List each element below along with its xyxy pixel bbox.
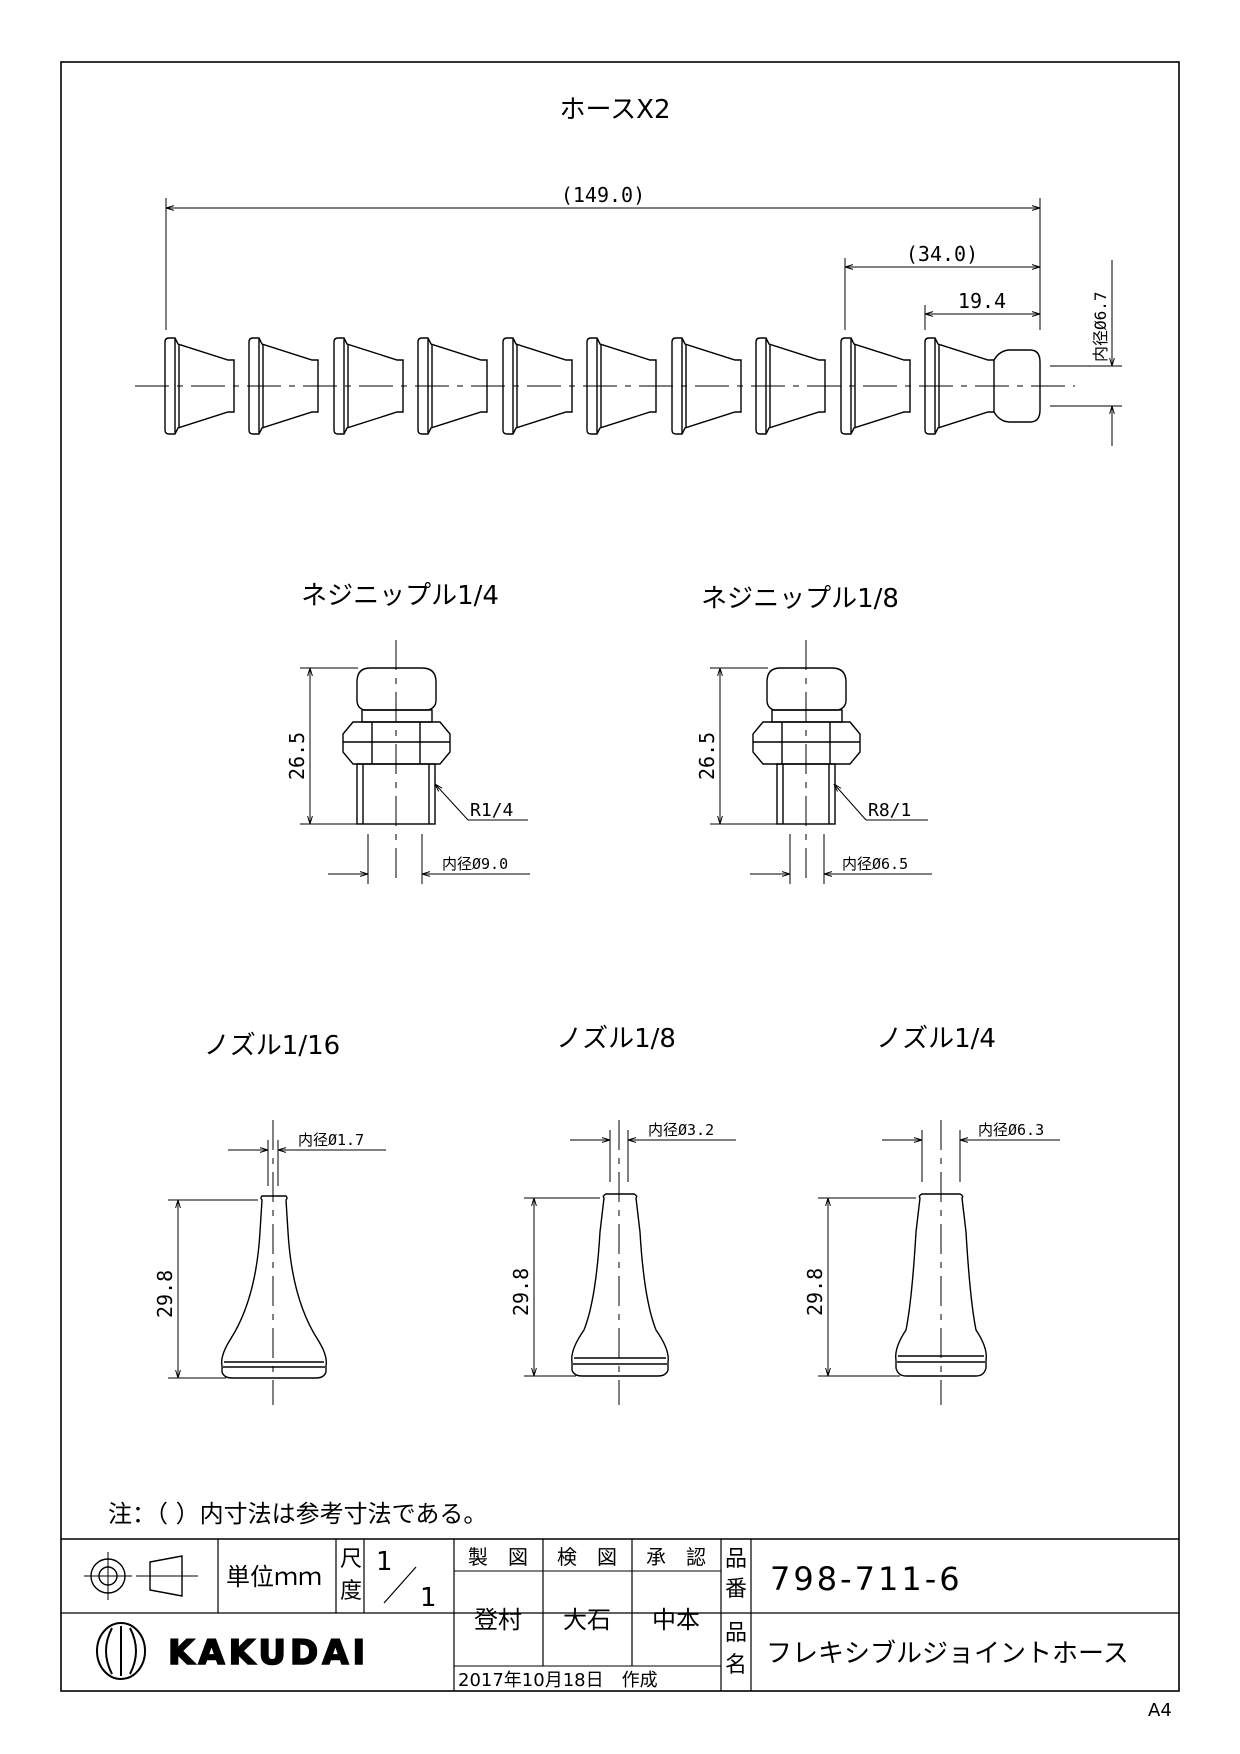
nozzle-4-title: ノズル1/4	[876, 1024, 996, 1054]
nozzle-4-inner: 内径Ø6.3	[978, 1121, 1044, 1139]
nozzle-8-height: 29.8	[509, 1268, 533, 1316]
nipple-quarter-thread: R1/4	[470, 800, 513, 821]
part-no-label-1: 品	[725, 1547, 747, 1572]
hose-inner-diameter: 内径Ø6.7	[1091, 291, 1110, 362]
checked-by-label: 検 図	[557, 1545, 617, 1569]
nozzle-16-title: ノズル1/16	[204, 1031, 340, 1061]
part-name: フレキシブルジョイントホース	[766, 1639, 1129, 1669]
nozzle-8-view: ノズル1/8 29.8 内径Ø3.2	[509, 1024, 736, 1405]
part-no-label-2: 番	[725, 1577, 747, 1602]
nozzle-4-height: 29.8	[803, 1268, 827, 1316]
nipple-quarter-height: 26.5	[285, 732, 309, 780]
part-number: 798-711-6	[770, 1560, 963, 1598]
reference-note: 注：（ ）内寸法は参考寸法である。	[108, 1500, 487, 1528]
nozzle-16-inner: 内径Ø1.7	[298, 1131, 364, 1149]
nipple-quarter-inner: 内径Ø9.0	[442, 855, 508, 873]
nozzle-16-height: 29.8	[153, 1270, 177, 1318]
nipple-eighth-height: 26.5	[695, 732, 719, 780]
approved-by: 中本	[652, 1606, 700, 1634]
scale-denominator: 1	[420, 1583, 437, 1613]
overall-dimension: (149.0)	[561, 183, 645, 207]
scale-label-1: 尺	[340, 1547, 362, 1572]
brand-name: KAKUDAI	[168, 1633, 369, 1673]
nipple-quarter-view: ネジニップル1/4 26.5 R1/4 内径Ø9.0	[285, 581, 530, 884]
nozzle-8-title: ノズル1/8	[556, 1024, 676, 1054]
title-block-text: 単位ｍｍ 尺 度 1 1 製 図 検 図 承 認 登村 大石 中本 品 番 79…	[167, 1545, 1172, 1721]
segment-dimension: (34.0)	[906, 242, 978, 266]
nipple-eighth-view: ネジニップル1/8 26.5 R8/1 内径Ø6.5	[695, 584, 932, 884]
creation-date: 2017年10月18日 作成	[458, 1670, 658, 1691]
checked-by: 大石	[563, 1606, 611, 1634]
hose-view: ホースX2 (149.0) (34.0) 19.4 内径Ø6.7	[135, 95, 1122, 446]
nozzle-8-inner: 内径Ø3.2	[648, 1121, 714, 1139]
pitch-dimension: 19.4	[958, 289, 1006, 313]
hose-title: ホースX2	[559, 95, 670, 125]
scale-label-2: 度	[340, 1579, 362, 1604]
nipple-eighth-title: ネジニップル1/8	[701, 584, 899, 614]
unit-label: 単位ｍｍ	[226, 1563, 322, 1591]
nozzle-16-view: ノズル1/16 29.8 内径Ø1.7	[153, 1031, 386, 1405]
drawing-frame	[60, 61, 1180, 1692]
third-angle-projection-icon	[84, 1552, 198, 1600]
nipple-quarter-title: ネジニップル1/4	[301, 581, 499, 611]
kakudai-logo-icon	[96, 1622, 146, 1680]
part-name-label-2: 名	[725, 1653, 747, 1678]
drafted-by: 登村	[474, 1606, 522, 1634]
paper-size: A4	[1148, 1700, 1172, 1721]
scale-numerator: 1	[376, 1547, 393, 1577]
nozzle-4-view: ノズル1/4 29.8 内径Ø6.3	[803, 1024, 1060, 1405]
nipple-eighth-inner: 内径Ø6.5	[842, 855, 908, 873]
drafted-by-label: 製 図	[468, 1545, 528, 1569]
nipple-eighth-thread: R8/1	[868, 800, 911, 821]
part-name-label-1: 品	[725, 1621, 747, 1646]
title-block	[61, 1538, 1179, 1691]
approved-by-label: 承 認	[646, 1545, 706, 1569]
